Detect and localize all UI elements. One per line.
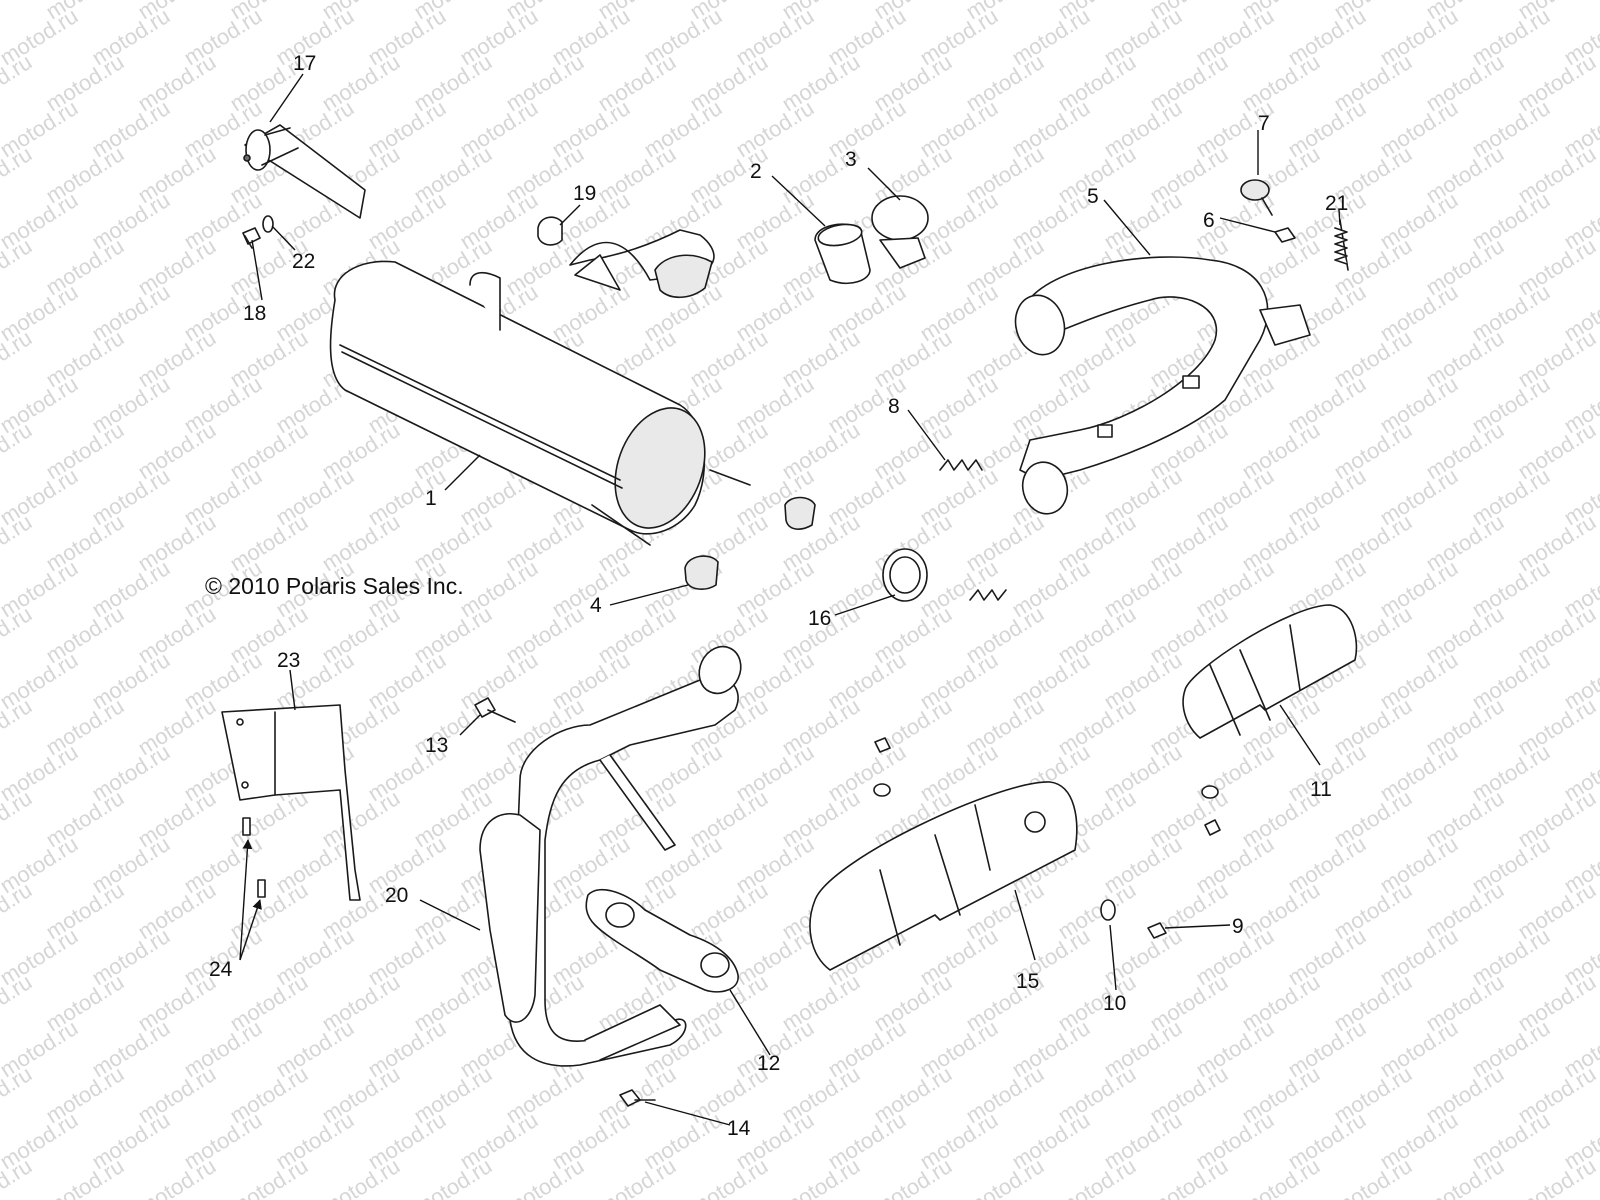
fastener-cluster-upper (873, 737, 1221, 836)
callout-17: 17 (293, 52, 316, 75)
spring-part-21 (1334, 219, 1349, 271)
watermark-text: motod.ru (0, 141, 36, 208)
watermark-text: motod.ru (1237, 1153, 1324, 1200)
sleeve-part-2 (814, 223, 871, 285)
watermark-text: motod.ru (0, 601, 36, 668)
spark-arrestor-part-17 (243, 124, 366, 219)
watermark-text: motod.ru (0, 785, 36, 852)
exhaust-pipe-part-5 (1014, 256, 1311, 515)
bolt-part-9 (1147, 922, 1167, 939)
watermark-text: motod.ru (0, 233, 36, 300)
callout-20: 20 (385, 884, 408, 907)
watermark-text: motod.ru (0, 49, 36, 116)
gasket-plate-part-12 (585, 888, 739, 993)
callout-14: 14 (727, 1117, 751, 1140)
callout-labels: 17 2 3 7 5 6 21 19 18 22 1 8 4 16 23 13 … (209, 52, 1348, 1140)
callout-16: 16 (808, 607, 831, 630)
muffler-part-1 (329, 229, 751, 546)
washer-part-22 (262, 215, 274, 233)
gasket-ring-part-16 (882, 548, 928, 602)
spring-part-8 (939, 459, 983, 471)
grommet-part-4 (684, 496, 816, 590)
watermark-text: motod.ru (0, 417, 36, 484)
watermark-text: motod.ru (501, 1153, 588, 1200)
callout-21: 21 (1325, 192, 1348, 215)
watermark-text: motod.ru (409, 1153, 496, 1200)
watermark-text: motod.ru (0, 509, 36, 576)
clamp-part-3 (871, 195, 929, 269)
callout-2: 2 (750, 160, 762, 183)
watermark-text: motod.ru (1053, 1153, 1140, 1200)
watermark-text: motod.ru (685, 1153, 772, 1200)
callout-6: 6 (1203, 209, 1215, 232)
watermark-text: motod.ru (133, 1153, 220, 1200)
callout-3: 3 (845, 148, 857, 171)
watermark-text: motod.ru (0, 1061, 36, 1128)
spring-part-16-adjacent (969, 589, 1007, 601)
watermark-text: motod.ru (225, 1153, 312, 1200)
nut-part-6 (1274, 227, 1296, 243)
callout-1: 1 (425, 487, 437, 510)
watermark-text: motod.ru (41, 1153, 128, 1200)
watermark-text: motod.ru (1329, 1153, 1416, 1200)
watermark-text: motod.ru (0, 969, 36, 1036)
watermark-text: motod.ru (777, 1153, 864, 1200)
bolt-part-13 (474, 697, 516, 723)
watermark-text: motod.ru (1145, 1153, 1232, 1200)
callout-15: 15 (1016, 970, 1039, 993)
callout-24: 24 (209, 958, 233, 981)
callout-8: 8 (888, 395, 900, 418)
watermark-text: motod.ru (961, 1153, 1048, 1200)
watermark-text: motod.ru (0, 0, 36, 24)
callout-18: 18 (243, 302, 266, 325)
callout-23: 23 (277, 649, 300, 672)
callout-9: 9 (1232, 915, 1244, 938)
knob-part-7 (1240, 179, 1273, 216)
leader-lines (239, 73, 1341, 1126)
callout-22: 22 (292, 250, 315, 273)
watermark-text: motod.ru (0, 877, 36, 944)
callout-10: 10 (1103, 992, 1126, 1015)
watermark-text: motod.ru (593, 1153, 680, 1200)
header-pipe-part-20 (479, 645, 742, 1067)
grommet-part-19 (537, 216, 563, 246)
heat-shield-part-11 (1182, 604, 1358, 739)
watermark-text: motod.ru (0, 693, 36, 760)
copyright-notice: © 2010 Polaris Sales Inc. (205, 573, 464, 599)
watermark-text: motod.ru (869, 1153, 956, 1200)
watermark-text: motod.ru (317, 1153, 404, 1200)
callout-7: 7 (1258, 112, 1270, 135)
callout-19: 19 (573, 182, 596, 205)
callout-5: 5 (1087, 185, 1099, 208)
callout-13: 13 (425, 734, 448, 757)
washer-part-10 (1100, 899, 1116, 921)
screw-part-24 (242, 817, 266, 898)
bracket-part-23 (221, 704, 361, 901)
callout-11: 11 (1310, 778, 1332, 801)
bolt-part-14 (619, 1089, 656, 1107)
watermark-text: motod.ru (1513, 1153, 1600, 1200)
watermark-text: motod.ru (1421, 1153, 1508, 1200)
watermark-text: motod.ru (0, 325, 36, 392)
callout-4: 4 (590, 594, 602, 617)
callout-12: 12 (757, 1052, 780, 1075)
bolt-part-18 (242, 227, 261, 249)
heat-shield-part-15 (809, 781, 1078, 971)
